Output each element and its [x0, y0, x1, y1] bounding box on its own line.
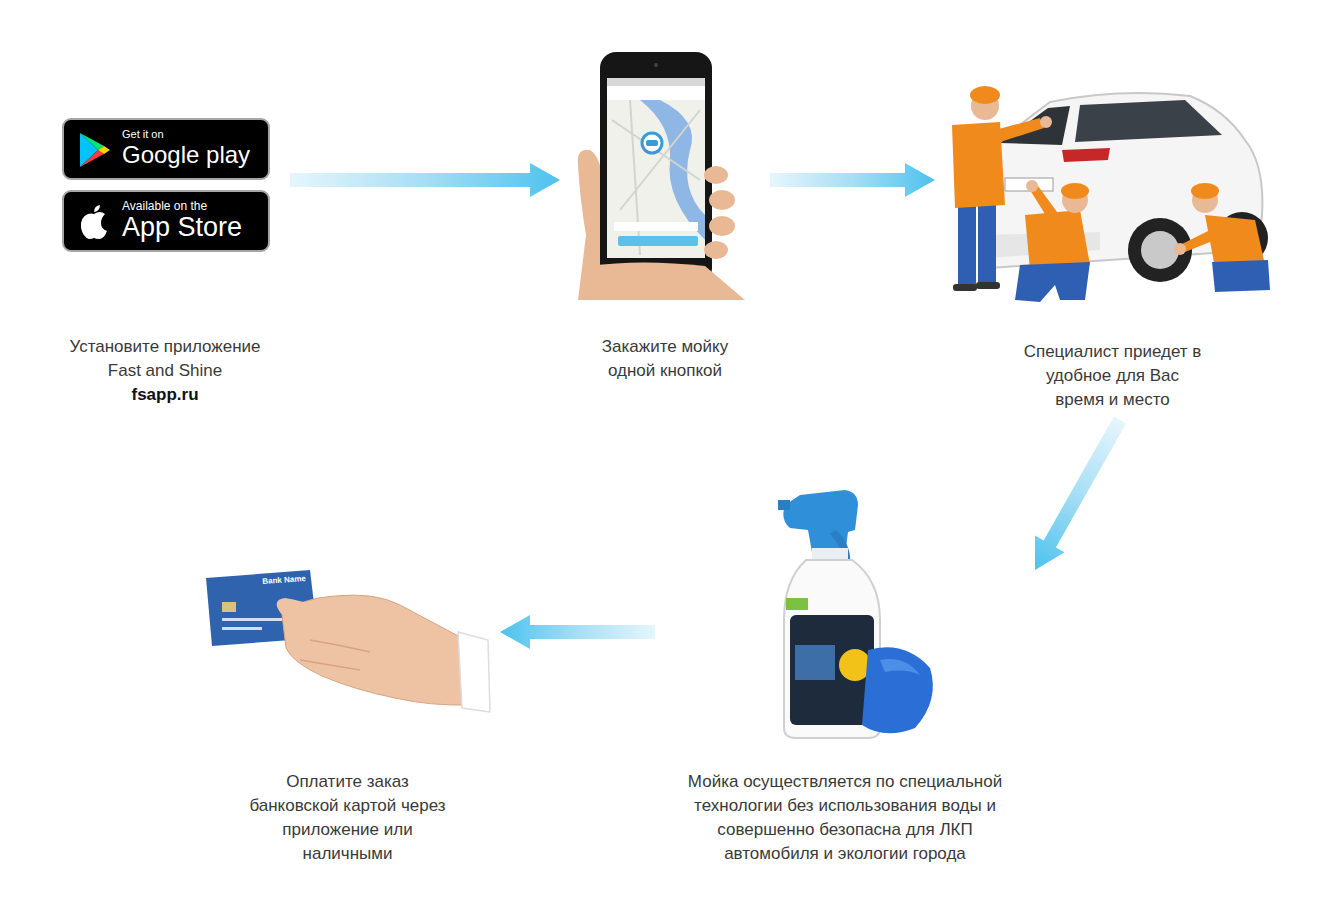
store-icon-part: [74, 202, 114, 242]
store-icon-part: [80, 133, 104, 150]
step-caption: Мойка осуществляется по специальной техн…: [675, 770, 1015, 866]
store-icon: [74, 202, 114, 242]
phone-illustration-part: [709, 190, 735, 210]
flow-arrow: [290, 163, 560, 197]
phone-illustration: [578, 52, 745, 300]
car-wash-illustration-part: [1061, 183, 1089, 199]
phone-illustration-part: [607, 78, 705, 258]
spray-bottle-illustration-part: [790, 615, 874, 725]
car-wash-illustration-part: [978, 200, 996, 284]
phone-illustration-part: [618, 236, 698, 246]
store-icon: [74, 130, 114, 170]
step-caption: Закажите мойку одной кнопкой: [580, 335, 750, 383]
badge-text: App Store: [122, 213, 242, 241]
store-icon-part: [94, 205, 100, 212]
car-wash-illustration-part: [1212, 260, 1270, 292]
badge-text: Google play: [122, 141, 250, 169]
store-badge: Get it onGoogle play: [62, 118, 270, 180]
step-group: Оплатите заказ банковской картой через п…: [195, 560, 500, 872]
phone-illustration-part: [614, 222, 698, 231]
spray-bottle-illustration-part: [795, 645, 835, 680]
phone-illustration-part: [642, 133, 662, 153]
card-illustration: [206, 570, 490, 712]
store-icon-part: [80, 150, 104, 167]
car-wash-illustration-part: [1040, 116, 1052, 128]
car-wash-illustration: [952, 86, 1270, 302]
car-wash-illustration-part: [1005, 178, 1053, 191]
car-wash-illustration-part: [1015, 262, 1090, 302]
car-wash-illustration-part: [1026, 180, 1038, 192]
spray-bottle-illustration-part: [786, 598, 808, 610]
step-caption: fsapp.ru: [55, 383, 275, 407]
car-wash-illustration-part: [958, 200, 976, 286]
card-illustration-part: [458, 632, 490, 712]
card-illustration-part: [300, 640, 370, 670]
phone-illustration-part: [600, 52, 712, 284]
store-icon-part: [81, 212, 107, 239]
flow-arrow: [770, 163, 935, 197]
car-wash-illustration-part: [1075, 100, 1222, 142]
step-group: Закажите мойку одной кнопкой: [560, 45, 770, 390]
step-group: Установите приложение Fast and Shinefsap…: [40, 110, 290, 413]
phone-illustration-part: [640, 100, 705, 240]
car-wash-illustration-part: [1141, 231, 1179, 269]
car-wash-illustration-part: [995, 118, 1044, 142]
phone-illustration-part: [646, 140, 658, 146]
step-group: Специалист приедет в удобное для Вас вре…: [935, 70, 1290, 420]
store-badge: Available on theApp Store: [62, 190, 270, 252]
phone-illustration-part: [704, 241, 728, 259]
car-wash-illustration-part: [1191, 183, 1219, 199]
spray-bottle-illustration-part: [783, 490, 858, 552]
card-illustration-part: [222, 627, 262, 630]
phone-illustration-part: [709, 216, 735, 236]
badge-text: Available on the: [122, 200, 207, 213]
flow-arrow: [500, 615, 655, 649]
card-label: Bank Name: [262, 574, 306, 586]
card-illustration-part: [222, 618, 282, 621]
badge-text: Get it on: [122, 128, 164, 141]
phone-illustration-part: [612, 100, 700, 255]
phone-illustration-part: [654, 63, 658, 67]
card-illustration-part: [277, 598, 330, 625]
phone-illustration-part: [607, 86, 705, 100]
store-icon-part: [98, 146, 110, 154]
store-icon-part: [74, 130, 114, 170]
spray-bottle-illustration-part: [862, 647, 933, 733]
car-wash-illustration-part: [1025, 210, 1090, 270]
car-wash-illustration-part: [953, 284, 977, 291]
spray-bottle-illustration: [778, 490, 933, 738]
step-caption: Установите приложение Fast and Shine: [55, 335, 275, 383]
phone-illustration-part: [704, 166, 728, 184]
car-wash-illustration-part: [1174, 243, 1186, 255]
phone-illustration-part: [580, 263, 745, 301]
car-wash-illustration-part: [970, 86, 1000, 104]
step-caption: Оплатите заказ банковской картой через п…: [240, 770, 455, 866]
step-group: Мойка осуществляется по специальной техн…: [655, 485, 1035, 872]
car-wash-illustration-part: [1205, 215, 1265, 268]
car-wash-illustration-part: [1062, 148, 1110, 162]
phone-illustration-part: [607, 78, 705, 86]
card-illustration-part: [222, 602, 236, 612]
step-caption: Специалист приедет в удобное для Вас вре…: [1023, 340, 1203, 412]
spray-bottle-illustration-part: [880, 659, 920, 675]
car-wash-illustration-part: [1128, 218, 1192, 282]
spray-bottle-illustration-part: [778, 500, 790, 510]
car-wash-illustration-part: [976, 282, 1000, 289]
flow-arrow: [1035, 417, 1126, 571]
